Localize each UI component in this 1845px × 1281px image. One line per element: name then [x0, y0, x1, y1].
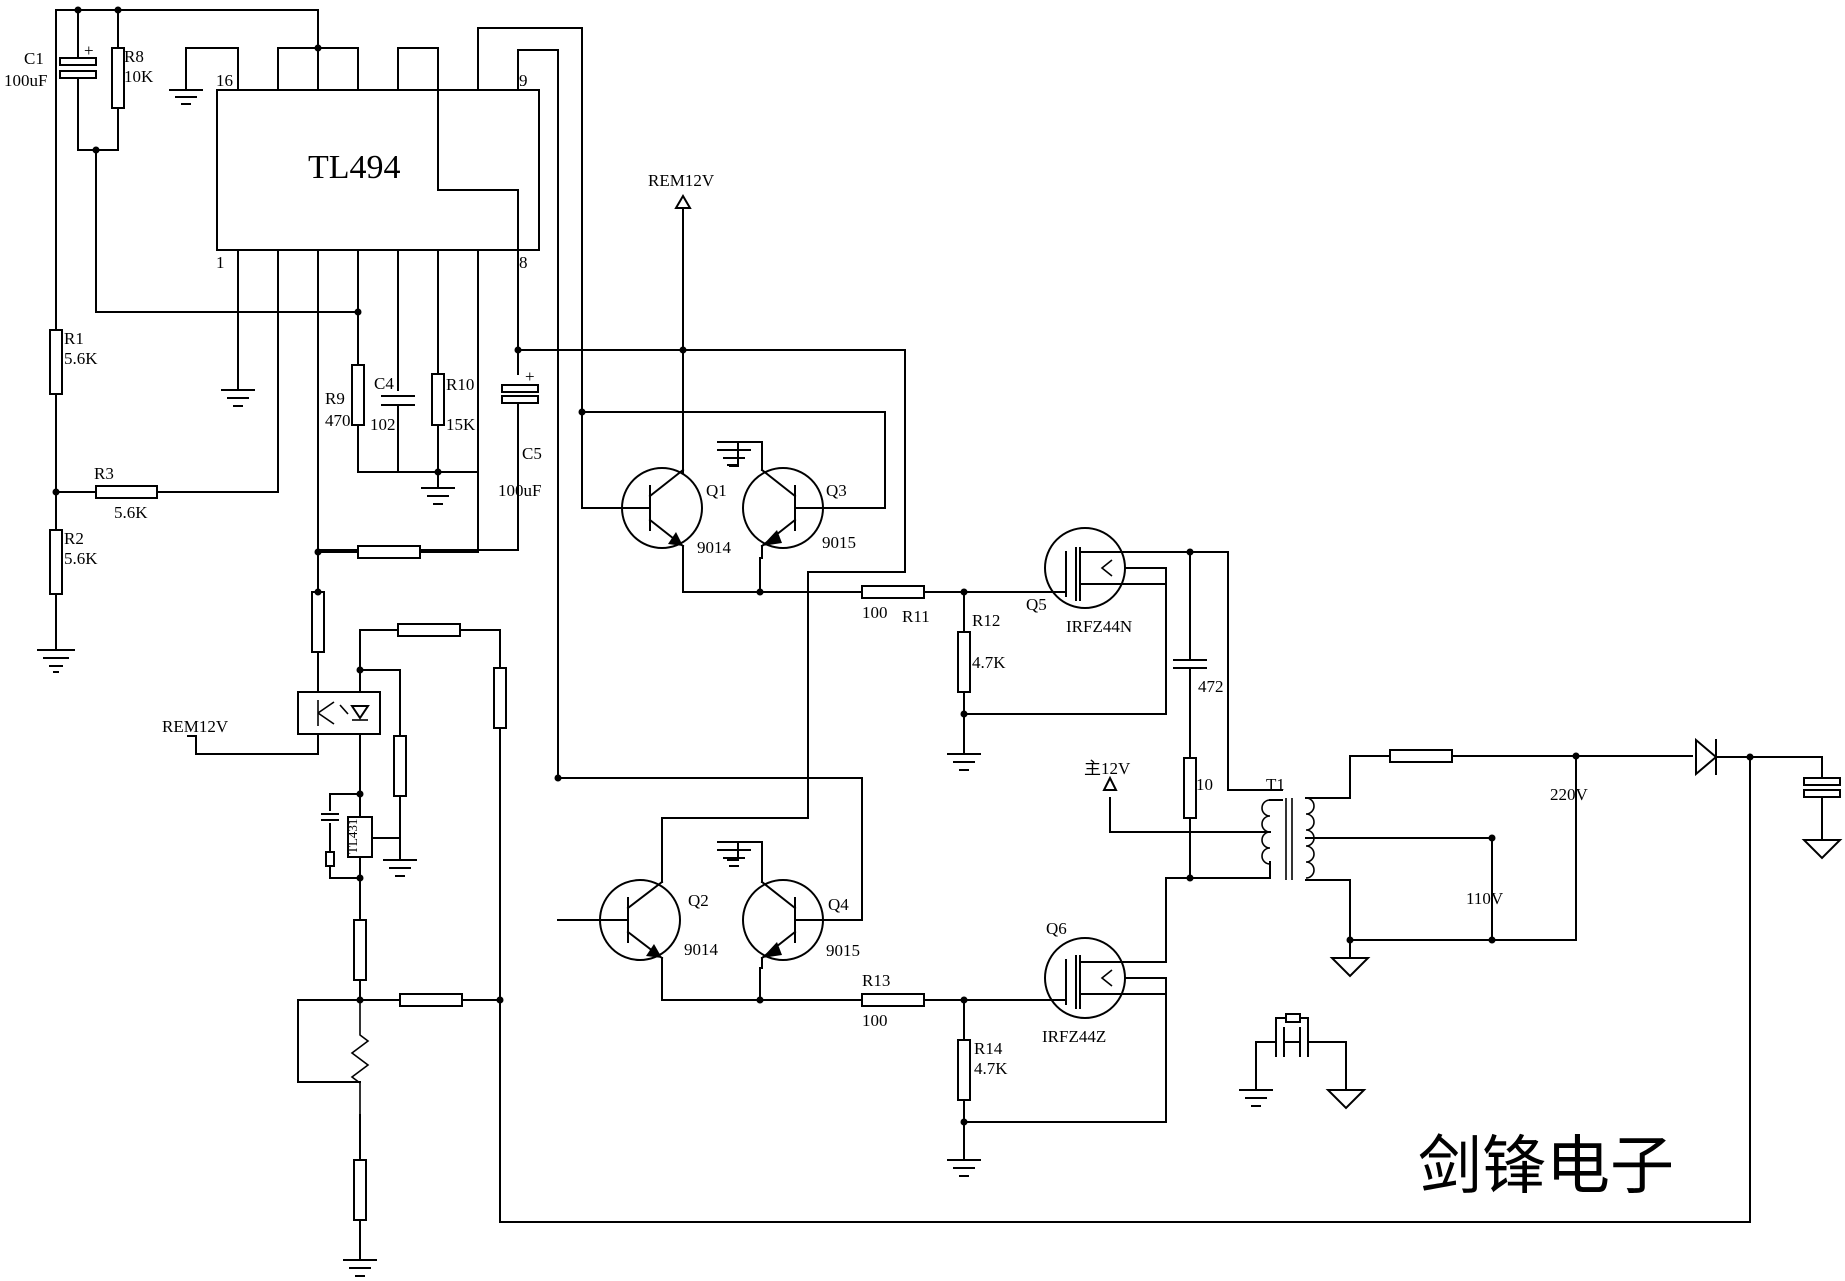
r9-value: 470 — [325, 411, 351, 430]
r1-ref: R1 — [64, 329, 84, 348]
r10-resistor: R10 15K — [431, 373, 476, 434]
q3-value: 9015 — [822, 533, 856, 552]
ground-symbol — [421, 487, 455, 505]
c4-ref: C4 — [374, 374, 394, 393]
c472-value: 472 — [1198, 677, 1224, 696]
v110-label: 110V — [1466, 889, 1504, 908]
c5-ref: C5 — [522, 444, 542, 463]
ground-symbol — [169, 47, 203, 105]
drive-stage-top — [581, 349, 1167, 753]
q5-ref: Q5 — [1026, 595, 1047, 614]
r2-value: 5.6K — [64, 549, 98, 568]
ic-pin1: 1 — [216, 253, 225, 272]
r12-ref: R12 — [972, 611, 1000, 630]
r10ohm-value: 10 — [1196, 775, 1213, 794]
mosfet-q6: Q6 IRFZ44Z — [1037, 877, 1191, 1046]
r13-ref: R13 — [862, 971, 890, 990]
left-rail — [55, 9, 359, 651]
feedback-divider — [297, 919, 501, 1261]
c4-value: 102 — [370, 415, 396, 434]
r12-value: 4.7K — [972, 653, 1006, 672]
r1-resistor: R1 5.6K — [49, 329, 98, 395]
ground-symbol — [947, 1159, 981, 1177]
transformer-t1: T1 — [1109, 755, 1493, 941]
ground-symbol — [717, 449, 751, 467]
ic-tl494: TL494 16 9 1 8 — [216, 71, 540, 272]
ground-symbol — [383, 859, 417, 877]
r3-value: 5.6K — [114, 503, 148, 522]
ground-symbol — [717, 849, 751, 867]
c1-value: 100uF — [4, 71, 47, 90]
ic-name: TL494 — [308, 149, 401, 186]
q4-ref: Q4 — [828, 895, 849, 914]
ic-pin9: 9 — [519, 71, 528, 90]
q1-ref: Q1 — [706, 481, 727, 500]
svg-text:+: + — [525, 367, 535, 386]
c4-capacitor: C4 102 — [370, 374, 415, 434]
r8-value: 10K — [124, 67, 154, 86]
r3-ref: R3 — [94, 464, 114, 483]
r14-ref: R14 — [974, 1039, 1003, 1058]
feedback-resistor — [317, 545, 479, 559]
q1-value: 9014 — [697, 538, 732, 557]
r8-resistor: R8 10K — [111, 47, 154, 109]
c1-capacitor: + C1 100uF — [4, 41, 97, 90]
r1-value: 5.6K — [64, 349, 98, 368]
q3-ref: Q3 — [826, 481, 847, 500]
r3-resistor: R3 5.6K — [94, 464, 158, 522]
c5-value: 100uF — [498, 481, 541, 500]
transistor-q4: Q4 9015 — [737, 841, 863, 969]
q6-value: IRFZ44Z — [1042, 1027, 1106, 1046]
c1-ref: C1 — [24, 49, 44, 68]
mosfet-q5: Q5 IRFZ44N — [1026, 527, 1191, 636]
r2-ref: R2 — [64, 529, 84, 548]
transistor-q3: Q3 9015 — [737, 441, 886, 559]
brand-watermark: 剑锋电子 — [1418, 1130, 1674, 1204]
transistor-q1: Q1 9014 — [621, 459, 732, 559]
ground-symbol — [343, 1259, 377, 1277]
r8-ref: R8 — [124, 47, 144, 66]
t1-ref: T1 — [1266, 775, 1285, 794]
ic-pin16: 16 — [216, 71, 233, 90]
y-capacitor-symbol — [1239, 1013, 1367, 1110]
r11-ref: R11 — [902, 607, 930, 626]
rem12v-left: REM12V — [162, 717, 229, 736]
q2-ref: Q2 — [688, 891, 709, 910]
svg-text:+: + — [84, 41, 94, 60]
main-12v-terminal: 主12V — [1084, 759, 1131, 791]
q4-value: 9015 — [826, 941, 860, 960]
r14-value: 4.7K — [974, 1059, 1008, 1078]
ground-symbol — [947, 753, 981, 771]
r10-value: 15K — [446, 415, 476, 434]
v220-label: 220V — [1550, 785, 1589, 804]
ic-pin8: 8 — [519, 253, 528, 272]
r9-resistor: R9 470 — [325, 364, 365, 430]
q6-ref: Q6 — [1046, 919, 1067, 938]
q5-drain-network: 472 10 — [1173, 551, 1283, 879]
q5-value: IRFZ44N — [1066, 617, 1132, 636]
r10-ref: R10 — [446, 375, 474, 394]
optocoupler-section: REM12V — [162, 591, 507, 1217]
main12v-label: 主12V — [1084, 759, 1131, 778]
drive-stage-bottom — [557, 591, 1167, 1161]
return-wire — [499, 757, 1751, 1223]
r11-value: 100 — [862, 603, 888, 622]
tl431-label: TL431 — [345, 819, 360, 854]
transistor-q2: Q2 9014 — [599, 867, 719, 969]
c5-capacitor: + C5 100uF — [498, 367, 542, 500]
junction-dots — [52, 6, 1754, 1126]
r13-value: 100 — [862, 1011, 888, 1030]
r2-resistor: R2 5.6K — [49, 529, 98, 595]
tl431-regulator: TL431 — [321, 793, 401, 921]
rem12v-top-label: REM12V — [648, 171, 715, 190]
r9-ref: R9 — [325, 389, 345, 408]
q2-value: 9014 — [684, 940, 719, 959]
rem12v-top: REM12V — [648, 171, 715, 509]
ic-bottom-pins — [237, 249, 519, 593]
ground-symbol — [37, 649, 75, 673]
secondary-output: 220V 110V — [1329, 737, 1843, 978]
ground-symbol — [221, 389, 255, 407]
